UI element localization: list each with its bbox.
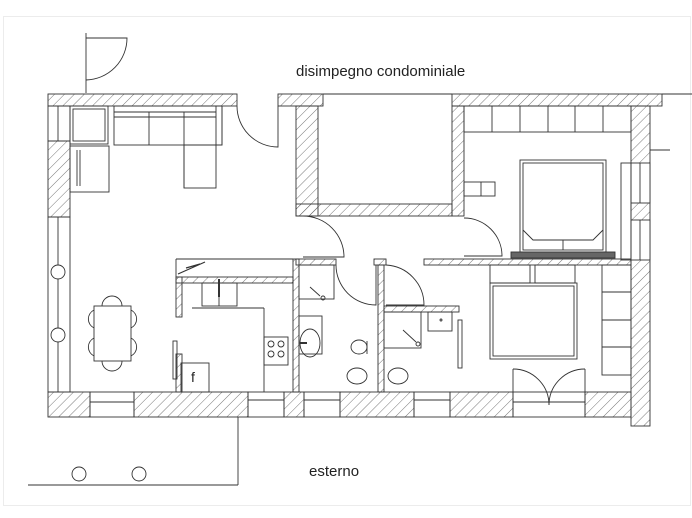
kitchen [172,261,289,393]
label-exterior: esterno [309,463,360,480]
bedroom-1 [463,105,632,261]
living-room-furniture [69,105,223,372]
bathroom-1 [298,264,368,385]
label-common-hallway: disimpegno condominiale [296,63,466,80]
entrance-door [85,33,128,93]
doors [236,105,586,406]
bedroom-2 [489,264,632,376]
walls [47,93,692,427]
bathroom-2 [383,311,463,385]
exterior-patio [28,417,239,486]
label-fridge: f [191,369,195,385]
